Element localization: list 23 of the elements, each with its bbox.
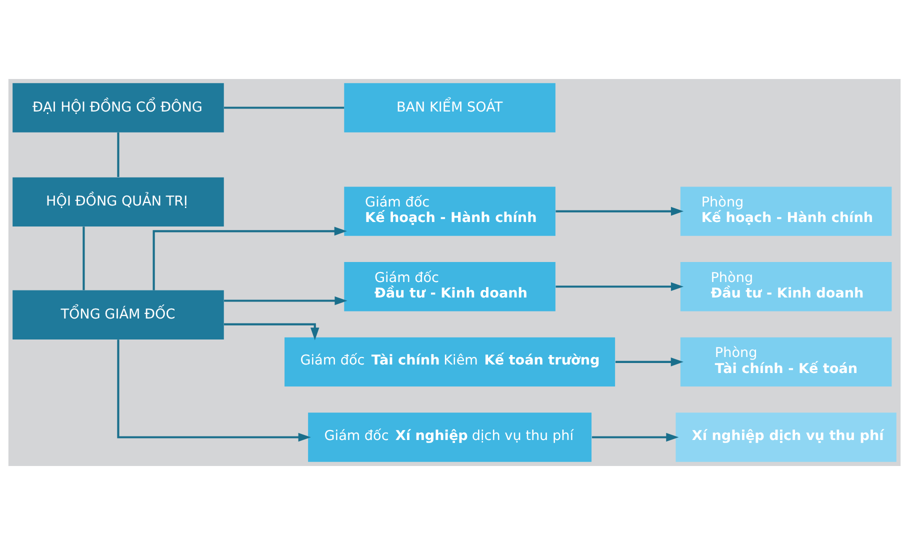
arrow bbox=[556, 282, 684, 291]
node-box: Giám đốc Kế hoạch - Hành chính bbox=[344, 186, 556, 236]
node-box: BAN KIỂM SOÁT bbox=[344, 82, 556, 132]
arrow bbox=[117, 339, 311, 442]
node-box: Phòng Tài chính - Kế toán bbox=[680, 336, 892, 386]
node-box: Giám đốc Đầu tư - Kinh doanh bbox=[344, 262, 556, 311]
node-box: ĐẠI HỘI ĐỒNG CỔ ĐÔNG bbox=[12, 82, 224, 132]
node-box: HỘI ĐỒNG QUẢN TRỊ bbox=[12, 176, 224, 226]
arrow bbox=[556, 206, 684, 216]
node-box: TỔNG GIÁM ĐỐC bbox=[12, 290, 224, 339]
connector bbox=[82, 226, 85, 290]
arrow bbox=[592, 432, 679, 442]
node-box: Phòng Đầu tư - Kinh doanh bbox=[680, 262, 892, 311]
node-box: Giám đốc Xí nghiệp dịch vụ thu phí bbox=[308, 412, 592, 462]
connector bbox=[117, 132, 120, 176]
arrow bbox=[224, 322, 320, 340]
node-box: Phòng Kế hoạch - Hành chính bbox=[680, 186, 892, 236]
arrow bbox=[224, 296, 348, 305]
connector bbox=[224, 106, 344, 108]
arrow bbox=[152, 226, 347, 290]
node-box: Giám đốc Tài chính Kiêm Kế toán trường bbox=[284, 336, 616, 386]
arrow bbox=[615, 357, 684, 366]
node-box: Xí nghiệp dịch vụ thu phí bbox=[676, 412, 896, 462]
